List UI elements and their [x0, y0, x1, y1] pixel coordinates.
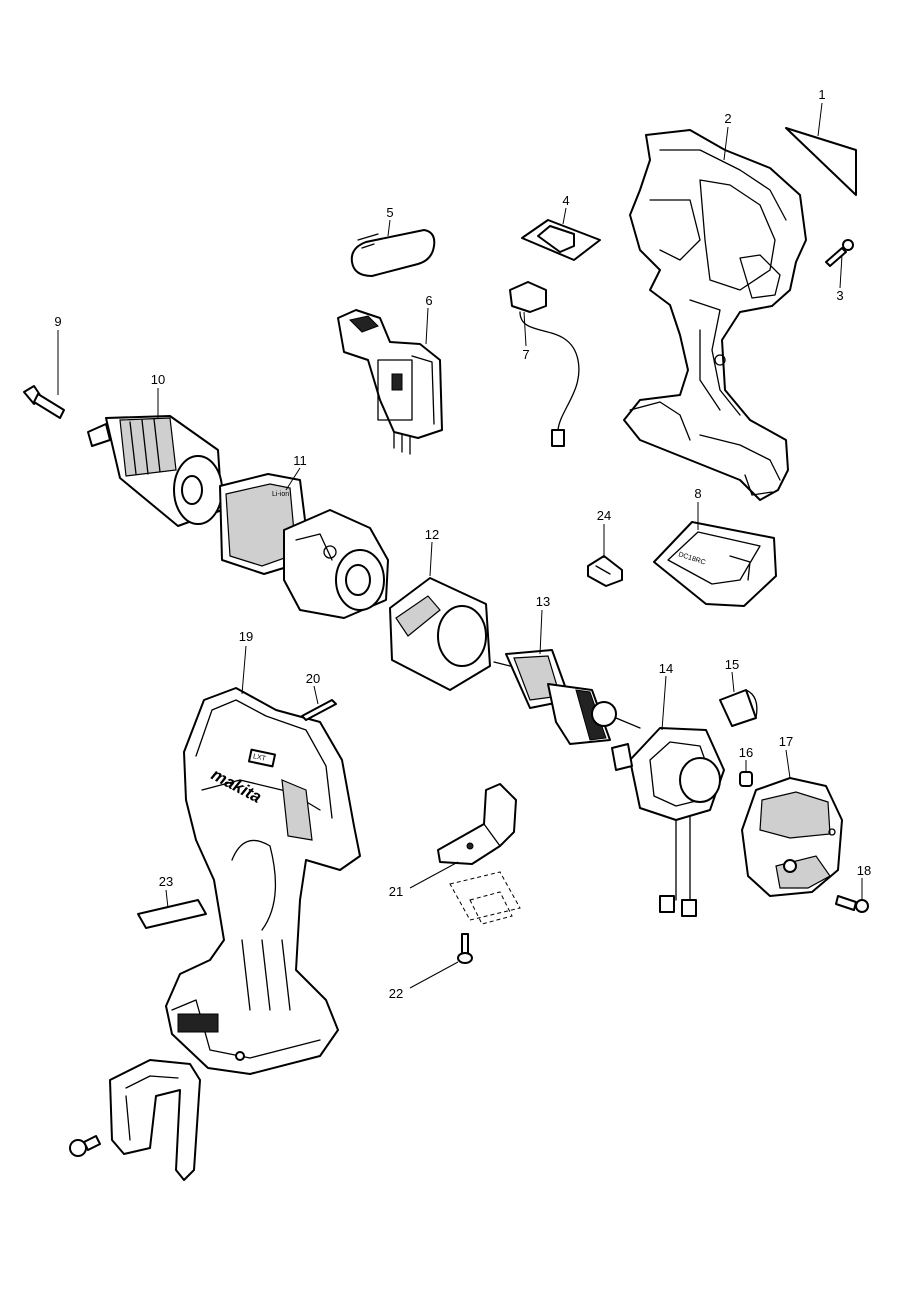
part-1-label-plate — [785, 102, 857, 196]
callout-17: 17 — [779, 734, 793, 749]
callout-1: 1 — [818, 87, 825, 102]
part-6-switch — [337, 307, 443, 455]
callout-2: 2 — [724, 111, 731, 126]
callout-13: 13 — [536, 594, 550, 609]
callout-4: 4 — [562, 193, 569, 208]
part-13-rotor — [493, 609, 641, 745]
callout-24: 24 — [597, 508, 611, 523]
belt-hook — [109, 1059, 201, 1181]
callout-16: 16 — [739, 745, 753, 760]
gear-badge-text: Li-ion — [272, 491, 289, 498]
housing-badge-text: LXT — [252, 753, 267, 763]
part-23-label — [137, 889, 207, 929]
part-5-slide-button — [350, 219, 436, 277]
part-22-screw — [409, 933, 473, 989]
part-4-switch-lever — [521, 207, 601, 261]
part-16-bushing — [739, 760, 753, 787]
callout-12: 12 — [425, 527, 439, 542]
part-7-wire-switch — [509, 281, 580, 447]
part-11-gear-assembly: Li-ion — [219, 467, 389, 619]
callout-18: 18 — [857, 863, 871, 878]
part-19-housing-left: LXT makita — [165, 645, 361, 1075]
belt-hook-screw — [69, 1135, 101, 1157]
part-15-clip — [719, 671, 758, 727]
callout-5: 5 — [386, 205, 393, 220]
part-8-battery-terminal: DC18RC — [653, 502, 777, 607]
callout-21: 21 — [389, 884, 403, 899]
callout-7: 7 — [522, 347, 529, 362]
callout-15: 15 — [725, 657, 739, 672]
callout-20: 20 — [306, 671, 320, 686]
callout-14: 14 — [659, 661, 673, 676]
callout-23: 23 — [159, 874, 173, 889]
callout-8: 8 — [694, 486, 701, 501]
callout-3: 3 — [836, 288, 843, 303]
part-12-stator — [389, 541, 491, 691]
callout-labels: 1 2 3 4 5 6 7 8 9 10 11 12 13 14 15 16 1… — [54, 87, 871, 1001]
part-17-rear-cover — [741, 749, 843, 897]
part-2-housing-right — [623, 126, 807, 501]
part-18-screw — [835, 878, 869, 913]
callout-22: 22 — [389, 986, 403, 1001]
callout-11: 11 — [293, 453, 307, 468]
part-10-keyless-chuck — [87, 388, 223, 527]
part-24-clip — [587, 524, 623, 587]
part-21-bracket — [409, 783, 521, 925]
part-9-screw — [23, 330, 65, 419]
callout-6: 6 — [425, 293, 432, 308]
part-20-small-plate — [301, 685, 337, 721]
part-14-control-board — [611, 675, 725, 917]
callout-9: 9 — [54, 314, 61, 329]
part-3-screw — [825, 239, 854, 289]
callout-10: 10 — [151, 372, 165, 387]
callout-19: 19 — [239, 629, 253, 644]
